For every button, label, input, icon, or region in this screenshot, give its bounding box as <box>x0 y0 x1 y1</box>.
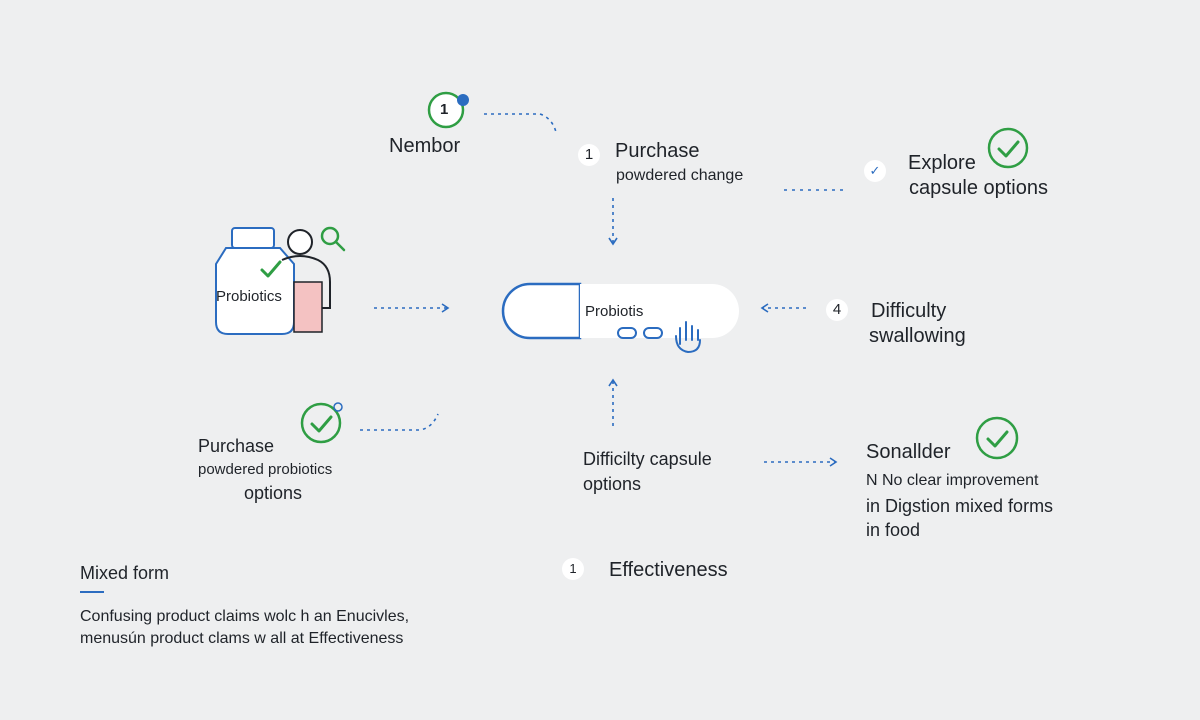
explore-subtitle: capsule options <box>909 177 1048 199</box>
check-circle-icon <box>975 416 1019 460</box>
sonallder-title: Sonallder <box>866 441 951 463</box>
purchase-powder-subtitle: powdered probiotics <box>198 461 333 478</box>
difficulty-capsule-title: Difficilty capsule <box>583 449 712 469</box>
step-number: 1 <box>562 558 584 580</box>
capsule-label: Probiotis <box>585 303 644 320</box>
check-circle-icon <box>987 127 1029 169</box>
difficulty-capsule-options: options <box>583 474 642 494</box>
probiotics-bottle-icon <box>215 227 295 335</box>
purchase-change-subtitle: powdered change <box>616 167 744 184</box>
capsule-icon <box>501 282 739 340</box>
difficulty-title: Difficulty <box>871 300 947 322</box>
difficulty-subtitle: swallowing <box>869 325 966 347</box>
member-label: Nembor <box>389 135 461 157</box>
sonallder-line-3: in food <box>866 520 921 540</box>
member-badge-number: 1 <box>440 101 449 118</box>
explore-title: Explore <box>908 152 976 174</box>
mixed-form-line-1: Confusing product claims wolc h an Enuci… <box>80 608 410 625</box>
circled-number-icon <box>427 91 469 129</box>
effectiveness-label: Effectiveness <box>609 559 728 581</box>
person-icon <box>281 229 331 333</box>
connector-member <box>484 113 557 133</box>
connector-purchase-powder <box>360 413 439 431</box>
purchase-powder-options: options <box>244 483 303 503</box>
search-icon <box>320 226 346 252</box>
step-number: 1 <box>578 144 600 166</box>
mixed-form-title: Mixed form <box>80 563 170 583</box>
bottle-label: Probiotics <box>216 288 282 305</box>
mixed-form-line-2: menusún product clams w all at Effective… <box>80 630 404 647</box>
purchase-powder-title: Purchase <box>198 436 275 456</box>
check-circle-icon <box>300 402 343 444</box>
sonallder-line-2: in Digstion mixed forms <box>866 496 1054 516</box>
hand-pointer-icon <box>675 321 701 354</box>
sonallder-line-1: N No clear improvement <box>866 472 1039 489</box>
small-check-icon: ✓ <box>864 160 886 182</box>
purchase-change-title: Purchase <box>615 140 700 162</box>
step-number: 4 <box>826 299 848 321</box>
